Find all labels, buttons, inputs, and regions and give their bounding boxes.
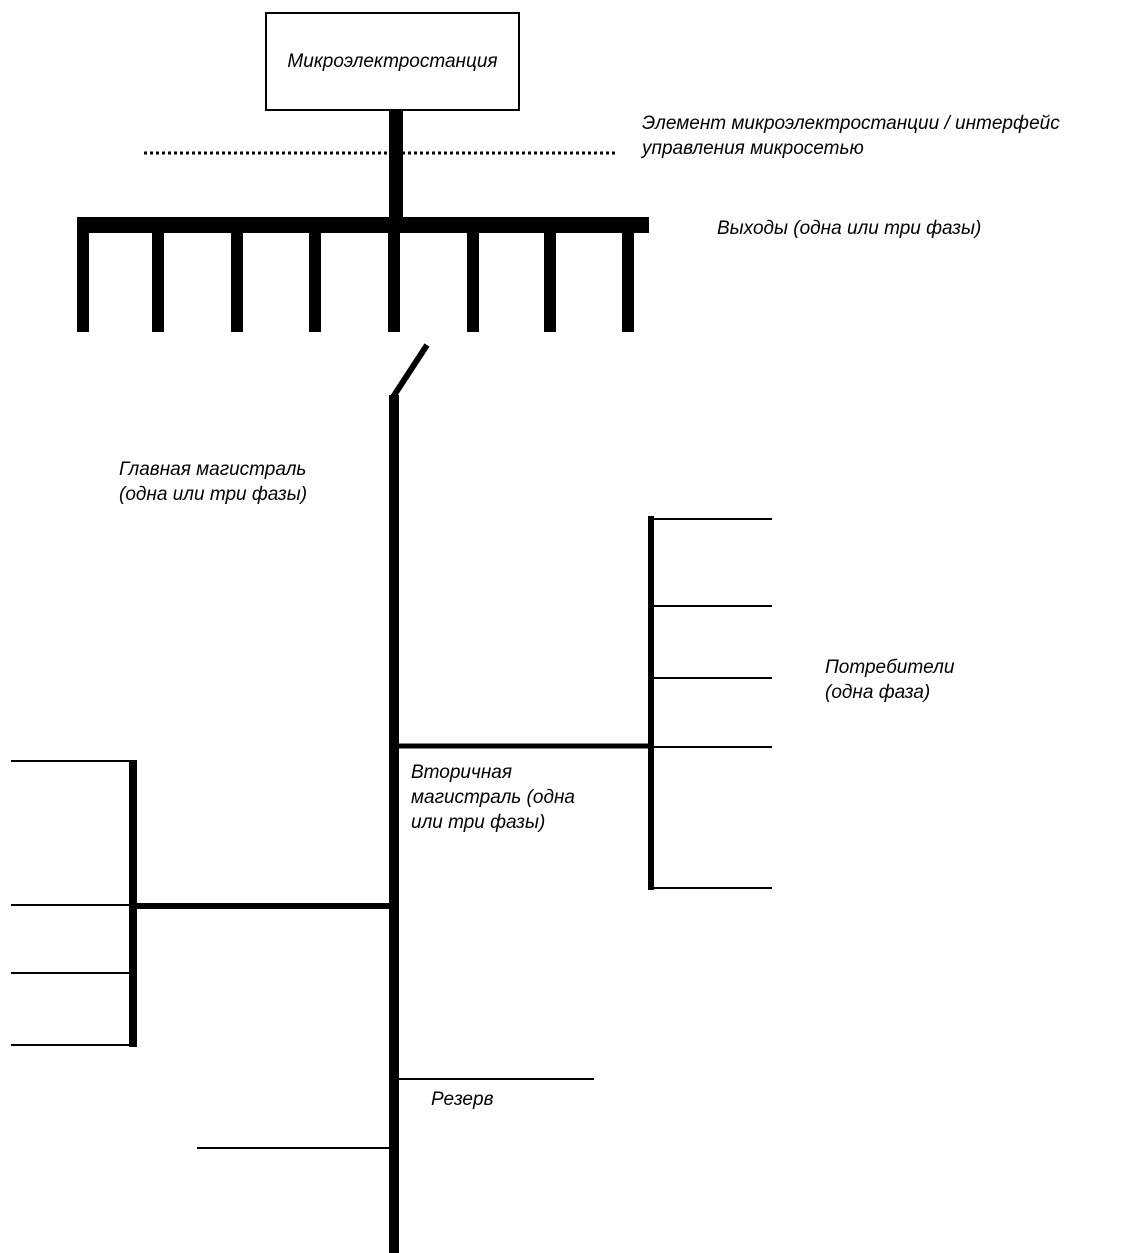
main-line-label: Главная магистраль (одна или три фазы) bbox=[119, 459, 308, 505]
switch-blade bbox=[390, 343, 430, 399]
consumers-label: Потребители (одна фаза) bbox=[825, 657, 955, 703]
secondary-line-label: Вторичная магистраль (одна или три фазы) bbox=[411, 762, 575, 833]
reserve-label: Резерв bbox=[431, 1089, 494, 1110]
interface-label: Элемент микроэлектростанции / интерфейс … bbox=[642, 113, 1060, 159]
microstation-box: Микроэлектростанция bbox=[265, 12, 520, 111]
outputs-label: Выходы (одна или три фазы) bbox=[717, 218, 982, 239]
microstation-label: Микроэлектростанция bbox=[287, 50, 498, 72]
